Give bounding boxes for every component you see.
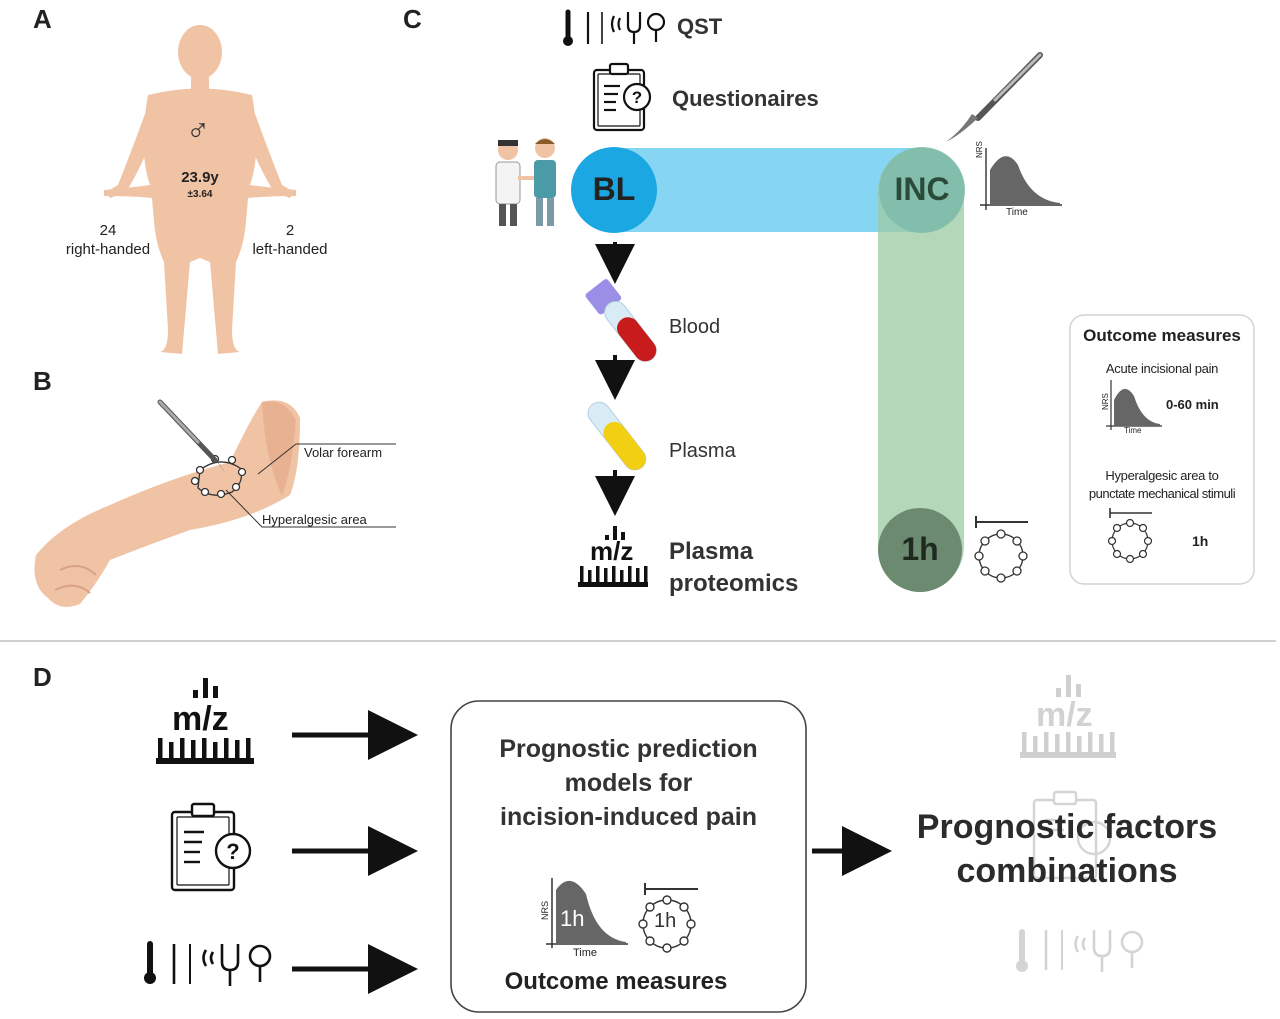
human-figure <box>104 25 296 354</box>
qst-icons <box>563 9 666 46</box>
mass-spec-icon-c <box>578 526 648 587</box>
model-line1: Prognostic prediction <box>499 735 758 763</box>
bl-node <box>571 147 657 233</box>
forearm-illustration <box>34 400 300 607</box>
one-h-label: 1h <box>901 531 939 567</box>
blood-label: Blood <box>669 316 721 338</box>
outcome-nrs-label: NRS <box>1101 393 1110 410</box>
range-label: 0-60 min <box>1166 397 1219 412</box>
male-symbol: ♂ <box>186 112 210 148</box>
inc-node <box>879 147 965 233</box>
left-handed-label: left-handed <box>252 241 328 258</box>
human-arms <box>106 100 294 198</box>
d-outcome-label: Outcome measures <box>504 968 728 995</box>
right-handed-label: right-handed <box>65 241 151 258</box>
pain-curve-chart-outcome <box>1106 380 1162 430</box>
hyperalgesic-ring-outcome <box>1107 508 1153 564</box>
model-line3: incision-induced pain <box>500 803 757 831</box>
mean-age: 23.9y <box>181 169 219 186</box>
inc-time-label: Time <box>1006 207 1028 218</box>
timeline-bar-vertical <box>878 148 964 590</box>
doctor-patient-icon <box>495 138 556 226</box>
acute-pain-label: Acute incisional pain <box>1105 361 1219 376</box>
curve-1h-label: 1h <box>560 906 585 931</box>
timeline-bar-horizontal <box>572 148 964 232</box>
model-line2: models for <box>564 769 693 797</box>
clipboard-icon-d: ? <box>170 802 252 892</box>
result-line2: combinations <box>956 852 1178 890</box>
proteomics-line1: Plasma <box>669 538 754 565</box>
right-handed-count: 24 <box>99 222 117 239</box>
panel-label-d: D <box>33 662 52 692</box>
faded-qst-icons <box>1016 929 1144 972</box>
outcome-time-label: Time <box>1124 426 1142 435</box>
volar-forearm-label: Volar forearm <box>304 445 383 460</box>
volar-leader-line <box>257 443 396 475</box>
mass-spec-icon-d <box>156 678 254 764</box>
pain-curve-chart-inc <box>980 148 1062 210</box>
d-time-label: Time <box>573 947 598 959</box>
mz-label-d: m/z <box>172 700 229 738</box>
clipboard-icon: ? <box>592 62 652 132</box>
hyperalgesic-ring-d <box>638 883 698 953</box>
svg-text:?: ? <box>632 88 642 107</box>
faded-clipboard-icon <box>1032 790 1112 880</box>
d-nrs-label: NRS <box>540 900 550 920</box>
left-handed-count: 2 <box>285 222 295 239</box>
faded-mass-spec-icon <box>1020 675 1116 758</box>
age-sd: ±3.64 <box>187 189 213 200</box>
inc-label: INC <box>894 171 950 207</box>
hyperalgesic-ring-1h <box>974 516 1028 583</box>
inc-nrs-label: NRS <box>975 141 984 158</box>
mz-label-c: m/z <box>590 536 634 566</box>
result-line1: Prognostic factors <box>916 808 1218 846</box>
hyper-line1: Hyperalgesic area to <box>1105 468 1219 483</box>
model-box <box>450 700 807 1013</box>
one-h-node <box>878 508 962 592</box>
plasma-tube-icon <box>587 401 647 471</box>
flow-arrows-horizontal <box>292 710 892 994</box>
scalpel-icon-inc <box>946 52 1043 142</box>
proteomics-line2: proteomics <box>669 570 799 597</box>
ring-1h-label: 1h <box>654 910 677 932</box>
qst-label: QST <box>677 14 723 39</box>
hyper-time: 1h <box>1192 533 1209 549</box>
panel-label-b: B <box>33 366 52 396</box>
panel-label-a: A <box>33 4 52 34</box>
questionnaires-label: Questionaires <box>672 86 819 111</box>
blood-tube-icon <box>585 279 657 362</box>
bl-label: BL <box>592 171 636 207</box>
outcome-title: Outcome measures <box>1083 326 1241 345</box>
scalpel-icon <box>157 399 226 474</box>
hyper-line2: punctate mechanical stimuli <box>1088 486 1236 501</box>
pain-curve-chart-d <box>546 878 628 948</box>
hyperalgesic-area-label: Hyperalgesic area <box>262 512 367 527</box>
faded-mz-label: m/z <box>1036 696 1093 734</box>
plasma-label: Plasma <box>669 440 736 462</box>
svg-text:?: ? <box>226 839 239 864</box>
outcome-measures-box <box>1069 314 1255 585</box>
qst-icons-d <box>144 941 272 986</box>
panel-label-c: C <box>403 4 422 34</box>
hyperalgesic-leader-line <box>225 489 396 528</box>
